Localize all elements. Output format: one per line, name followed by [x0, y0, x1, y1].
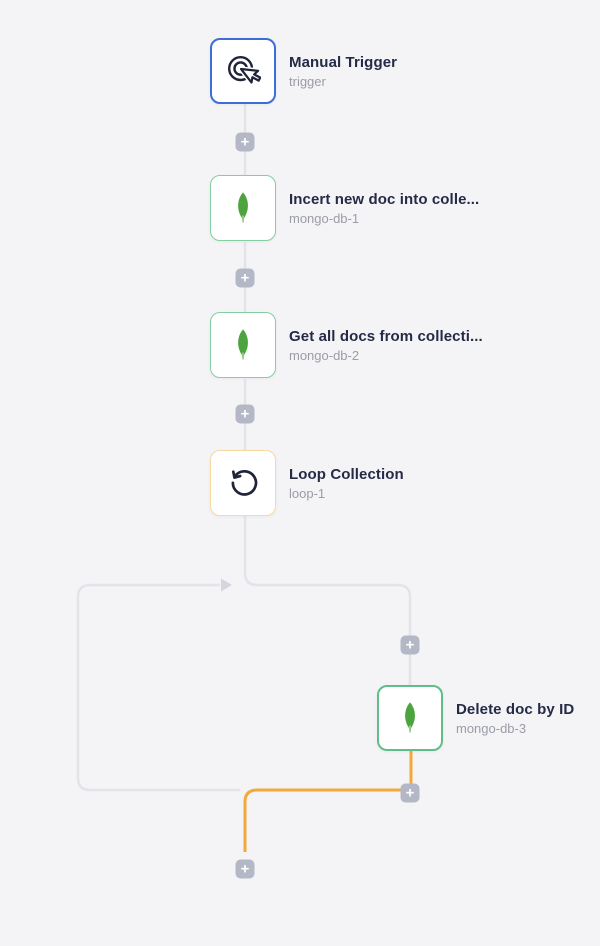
- node-box-mongo-db-1[interactable]: [210, 175, 276, 241]
- node-label: Manual Trigger trigger: [289, 54, 397, 89]
- connector-loop-back: [76, 583, 240, 792]
- cursor-click-icon: [227, 55, 261, 85]
- node-subtitle: mongo-db-2: [289, 347, 360, 363]
- node-title: Delete doc by ID: [456, 700, 575, 718]
- plus-icon: +: [240, 133, 250, 150]
- loop-back-arrowhead: [221, 578, 232, 592]
- node-box-mongo-db-3[interactable]: [377, 685, 443, 751]
- node-label: Loop Collection loop-1: [289, 466, 404, 501]
- mongodb-leaf-icon: [405, 702, 415, 733]
- node-loop-collection[interactable]: Loop Collection loop-1: [210, 450, 404, 516]
- node-label: Get all docs from collecti... mongo-db-2: [289, 328, 483, 363]
- node-mongo-db-1[interactable]: Incert new doc into colle... mongo-db-1: [210, 175, 479, 241]
- plus-icon: +: [240, 269, 250, 286]
- add-step-button-2[interactable]: +: [235, 268, 255, 288]
- node-manual-trigger[interactable]: Manual Trigger trigger: [210, 38, 397, 104]
- node-mongo-db-2[interactable]: Get all docs from collecti... mongo-db-2: [210, 312, 483, 378]
- add-step-button-5[interactable]: +: [400, 783, 420, 803]
- plus-icon: +: [240, 405, 250, 422]
- mongodb-leaf-icon: [238, 329, 248, 360]
- node-title: Loop Collection: [289, 465, 404, 483]
- plus-icon: +: [240, 860, 250, 877]
- node-label: Delete doc by ID mongo-db-3: [456, 701, 574, 736]
- node-title: Get all docs from collecti...: [289, 327, 483, 345]
- node-subtitle: trigger: [289, 73, 326, 89]
- plus-icon: +: [405, 784, 415, 801]
- add-step-button-6[interactable]: +: [235, 859, 255, 879]
- loop-icon: [231, 470, 258, 496]
- plus-icon: +: [405, 636, 415, 653]
- node-mongo-db-3[interactable]: Delete doc by ID mongo-db-3: [377, 685, 574, 751]
- node-title: Incert new doc into colle...: [289, 190, 480, 208]
- node-title: Manual Trigger: [289, 53, 398, 71]
- node-box-manual-trigger[interactable]: [210, 38, 276, 104]
- add-step-button-3[interactable]: +: [235, 404, 255, 424]
- node-subtitle: mongo-db-1: [289, 210, 360, 226]
- node-box-loop-collection[interactable]: [210, 450, 276, 516]
- add-step-button-4[interactable]: +: [400, 635, 420, 655]
- node-label: Incert new doc into colle... mongo-db-1: [289, 191, 479, 226]
- node-subtitle: loop-1: [289, 485, 326, 501]
- add-step-button-1[interactable]: +: [235, 132, 255, 152]
- mongodb-leaf-icon: [238, 192, 248, 223]
- connector-delete-output-active: [243, 751, 413, 852]
- node-box-mongo-db-2[interactable]: [210, 312, 276, 378]
- connector-loop-to-delete: [243, 516, 412, 685]
- node-subtitle: mongo-db-3: [456, 720, 527, 736]
